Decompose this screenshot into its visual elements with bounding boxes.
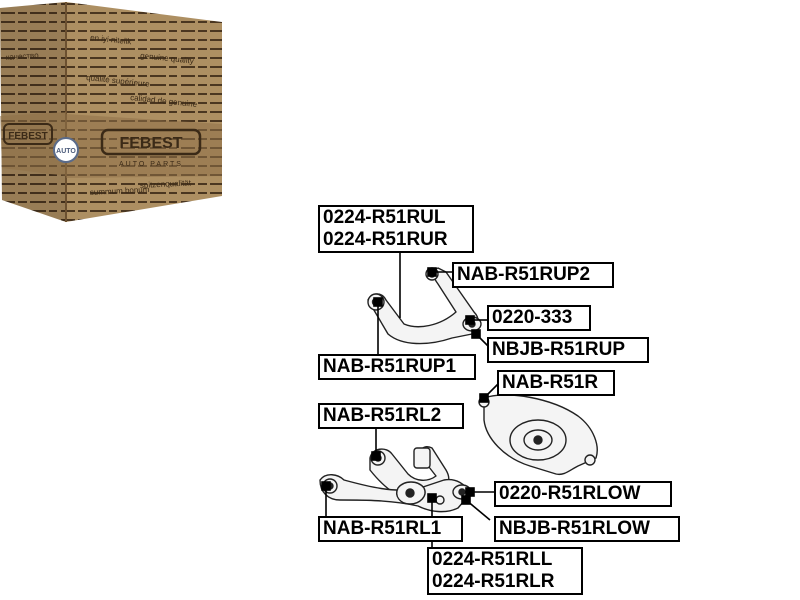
brand-logo-box-left bbox=[3, 123, 53, 145]
seal-text: AUTO bbox=[56, 148, 76, 155]
febest-box-illustration: FEBEST AUTO PARTS FEBEST AUTO en iyi nit… bbox=[0, 2, 222, 222]
part-number-0220-r51rlow: 0220-R51RLOW bbox=[494, 481, 672, 507]
part-number-nbjb-r51rup: NBJB-R51RUP bbox=[487, 337, 649, 363]
part-number-nab-r51rl1: NAB-R51RL1 bbox=[318, 516, 463, 542]
brand-logo-right: FEBEST bbox=[119, 135, 182, 152]
box-slogan-5: summum bonum bbox=[90, 185, 150, 197]
brand-logo-box-right bbox=[100, 128, 202, 156]
part-number-nab-r51rup2: NAB-R51RUP2 bbox=[452, 262, 614, 288]
part-number-nab-r51r: NAB-R51R bbox=[497, 370, 615, 396]
brand-sub-right: AUTO PARTS bbox=[119, 161, 183, 168]
part-number-0224-r51rlr: 0224-R51RLR bbox=[432, 571, 555, 592]
box-slogan-6: spitzenqualität bbox=[140, 178, 192, 190]
brand-logo-left: FEBEST bbox=[8, 131, 47, 142]
quality-seal-icon bbox=[53, 137, 79, 163]
part-number-0220-333: 0220-333 bbox=[487, 305, 591, 331]
part-number-0224-r51rur: 0224-R51RUR bbox=[323, 229, 448, 250]
box-slogan-7: качество bbox=[6, 51, 40, 62]
part-number-0224-r51rll: 0224-R51RLL bbox=[432, 549, 553, 570]
box-slogan-1: en iyi nitelik bbox=[90, 33, 133, 46]
part-number-0224-r51rul: 0224-R51RUL bbox=[323, 207, 446, 228]
part-number-nbjb-r51rlow: NBJB-R51RLOW bbox=[494, 516, 680, 542]
part-number-nab-r51rup1: NAB-R51RUP1 bbox=[318, 354, 476, 380]
label-lower-arm-pair: 0224-R51RLL 0224-R51RLR bbox=[427, 547, 583, 595]
label-upper-arm-pair: 0224-R51RUL 0224-R51RUR bbox=[318, 205, 474, 253]
part-number-nab-r51rl2: NAB-R51RL2 bbox=[318, 403, 464, 429]
